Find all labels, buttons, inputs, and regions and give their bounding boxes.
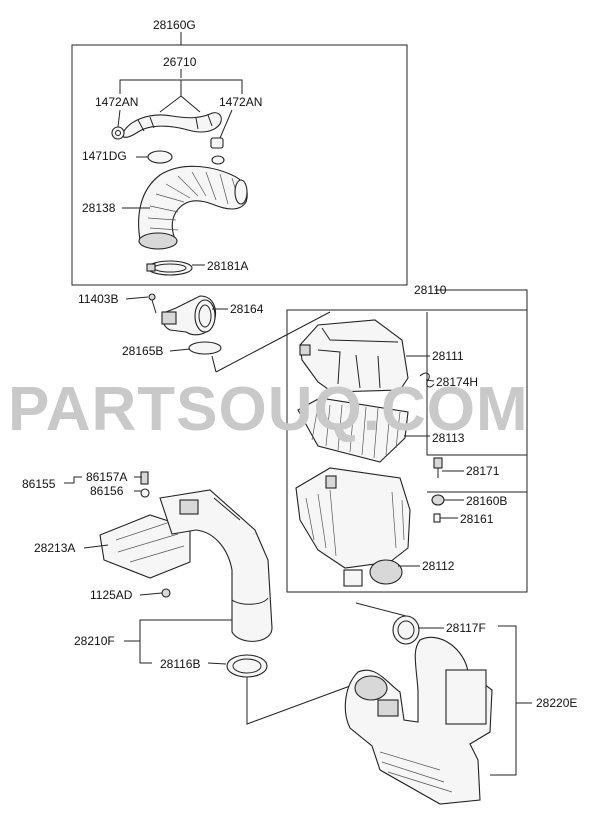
clamp-small-right bbox=[211, 155, 225, 165]
label-28112[interactable]: 28112 bbox=[422, 559, 455, 573]
intake-duct-28210F[interactable] bbox=[159, 489, 273, 642]
insert-28161[interactable] bbox=[433, 513, 441, 523]
hose-clamp-1471DG[interactable] bbox=[147, 150, 173, 164]
label-28171[interactable]: 28171 bbox=[466, 464, 500, 478]
bolt-28171[interactable] bbox=[433, 457, 443, 478]
label-26710[interactable]: 26710 bbox=[163, 55, 197, 69]
label-28164[interactable]: 28164 bbox=[230, 302, 264, 316]
resonator-28220E[interactable] bbox=[344, 636, 493, 805]
clamp-28116B[interactable] bbox=[226, 654, 268, 678]
air-cleaner-body-28112[interactable] bbox=[295, 467, 411, 587]
label-28181A[interactable]: 28181A bbox=[207, 259, 248, 273]
bolt-86157A[interactable] bbox=[140, 471, 149, 485]
label-28117F[interactable]: 28117F bbox=[446, 621, 486, 635]
label-28110[interactable]: 28110 bbox=[414, 283, 447, 297]
label-28160B[interactable]: 28160B bbox=[466, 494, 507, 508]
label-28220E[interactable]: 28220E bbox=[536, 696, 577, 710]
label-1125AD[interactable]: 1125AD bbox=[90, 588, 133, 602]
label-1472AN-right[interactable]: 1472AN bbox=[219, 95, 262, 109]
label-28111[interactable]: 28111 bbox=[432, 349, 464, 363]
group-box-28160G bbox=[71, 44, 408, 286]
bolt-11403B[interactable] bbox=[148, 293, 157, 314]
bracket-28213A[interactable] bbox=[99, 514, 191, 579]
air-filter-element-28113[interactable] bbox=[297, 397, 409, 463]
label-28160G[interactable]: 28160G bbox=[153, 18, 196, 32]
label-28210F[interactable]: 28210F bbox=[74, 634, 115, 648]
hose-clamp-28181A[interactable] bbox=[146, 260, 193, 276]
bolt-1125AD[interactable] bbox=[161, 588, 171, 598]
hose-clamp-1472AN-left[interactable] bbox=[111, 126, 125, 140]
breather-hose-26710[interactable] bbox=[121, 112, 222, 138]
label-28138[interactable]: 28138 bbox=[82, 201, 116, 215]
intake-hose-28138[interactable] bbox=[138, 165, 248, 250]
label-1471DG[interactable]: 1471DG bbox=[82, 149, 127, 163]
label-28165B[interactable]: 28165B bbox=[122, 344, 163, 358]
label-86156[interactable]: 86156 bbox=[90, 484, 124, 498]
label-11403B[interactable]: 11403B bbox=[78, 292, 118, 306]
washer-86156[interactable] bbox=[140, 488, 150, 498]
label-86155[interactable]: 86155 bbox=[22, 477, 56, 491]
seal-28117F[interactable] bbox=[392, 615, 420, 645]
label-28213A[interactable]: 28213A bbox=[34, 541, 75, 555]
air-cleaner-cover-28111[interactable] bbox=[299, 319, 409, 393]
label-1472AN-left[interactable]: 1472AN bbox=[95, 95, 138, 109]
leader-lines bbox=[64, 32, 532, 776]
o-ring-28165B[interactable] bbox=[188, 341, 222, 355]
hose-clamp-1472AN-right[interactable] bbox=[210, 137, 224, 149]
label-28174H[interactable]: 28174H bbox=[436, 375, 478, 389]
watermark-text: PARTSOUQ.COM bbox=[8, 375, 529, 444]
grommet-28160B[interactable] bbox=[431, 494, 445, 506]
label-86157A[interactable]: 86157A bbox=[86, 470, 127, 484]
air-flow-sensor-28164[interactable] bbox=[161, 295, 217, 336]
label-28116B[interactable]: 28116B bbox=[160, 657, 200, 671]
label-28113[interactable]: 28113 bbox=[432, 431, 465, 445]
label-28161[interactable]: 28161 bbox=[460, 512, 494, 526]
